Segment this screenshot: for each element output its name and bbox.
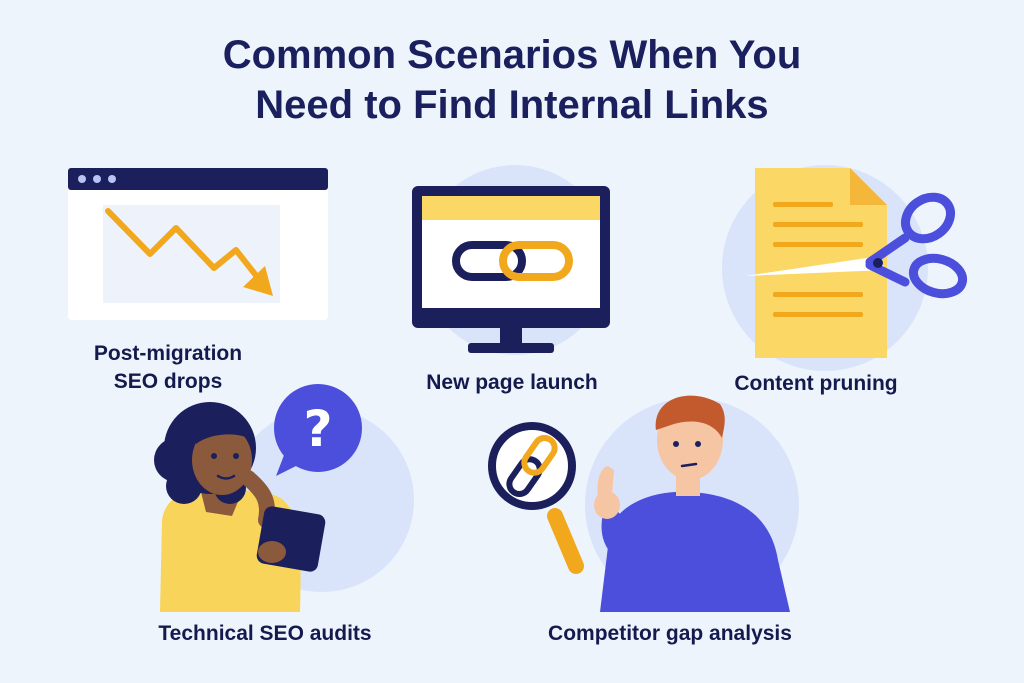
woman-tablet-question-icon: ?: [154, 384, 362, 612]
scenario-label-post-migration: Post-migration SEO drops: [93, 342, 243, 393]
question-bubble-icon: ?: [274, 384, 362, 476]
monitor-link-icon: [412, 186, 610, 353]
page-title: Common Scenarios When You Need to Find I…: [0, 30, 1024, 130]
svg-text:?: ?: [303, 400, 332, 458]
document-scissors-icon: [745, 168, 968, 358]
scenario-label-content-pruning: Content pruning: [734, 372, 898, 395]
scenario-label-new-page-launch: New page launch: [426, 371, 598, 394]
page-title-line-2: Need to Find Internal Links: [255, 83, 769, 127]
magnifier-link-man-icon: [488, 395, 790, 612]
trend-down-chart-icon: [68, 168, 328, 320]
magnifier-icon: [488, 422, 584, 574]
scenario-label-technical-seo-audits: Technical SEO audits: [158, 622, 372, 645]
scenario-label-competitor-gap-analysis: Competitor gap analysis: [548, 622, 792, 645]
page-title-line-1: Common Scenarios When You: [222, 33, 802, 77]
man-icon: [594, 395, 790, 612]
